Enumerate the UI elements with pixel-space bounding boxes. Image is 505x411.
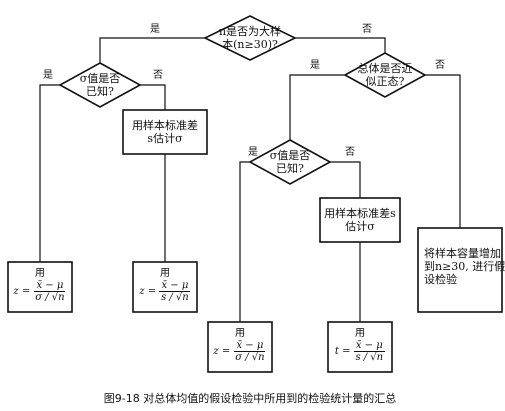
label-line: σ值是否: [79, 72, 121, 85]
formula-box-1: [7, 261, 73, 313]
label-line: 用样本标准差s: [324, 207, 396, 220]
formula-box-3: [207, 321, 273, 373]
edge-label-left-yes: 是: [43, 70, 53, 81]
formula-box-4: [327, 321, 393, 373]
formula-use-label: 用: [355, 328, 365, 339]
edge-label-root-no: 否: [362, 24, 372, 35]
process-estimate-sigma-right: [319, 197, 401, 243]
decision-sigma-known-left: [58, 62, 142, 108]
edge-normal-yes-line: [289, 74, 345, 142]
decision-sigma-known-right-label: σ值是否 已知?: [250, 149, 330, 175]
formula-lhs: t =: [334, 345, 351, 357]
label-line: 已知?: [86, 85, 114, 98]
decision-sigma-known-left-label: σ值是否 已知?: [60, 72, 140, 98]
formula-denominator: σ / √n: [235, 352, 265, 363]
formula-numerator: x̄ − μ: [159, 280, 191, 292]
formula-use-label: 用: [35, 268, 45, 279]
formula-3: 用 z = x̄ − μ σ / √n: [208, 328, 272, 363]
formula-4: 用 t = x̄ − μ s / √n: [328, 328, 392, 363]
label-line: n是否为大样: [218, 25, 282, 38]
formula-1: 用 z = x̄ − μ σ / √n: [8, 268, 72, 303]
label-line: 本(n≥30)?: [222, 38, 278, 51]
label-line: 到n≥30, 进行假: [424, 260, 505, 273]
formula-use-label: 用: [160, 268, 170, 279]
formula-box-2: [132, 261, 198, 313]
edge-right-no-line: [330, 161, 361, 198]
edge-normal-no-line: [425, 74, 461, 228]
formula-numerator: x̄ − μ: [353, 340, 385, 352]
formula-numerator: x̄ − μ: [34, 280, 66, 292]
label-line: 似正态?: [365, 75, 405, 88]
label-line: 总体是否近: [357, 62, 413, 75]
formula-numerator: x̄ − μ: [234, 340, 266, 352]
edge-right-yes-line: [239, 161, 250, 322]
edge-label-normal-no: 否: [435, 60, 445, 71]
edge-root-no-line: [295, 37, 386, 55]
decision-sigma-known-right: [248, 139, 332, 185]
edge-label-normal-yes: 是: [310, 60, 320, 71]
process-increase-sample: [417, 227, 503, 313]
decision-large-sample: [203, 15, 297, 61]
edge-left-no-line: [140, 84, 166, 110]
label-line: 设检验: [424, 273, 457, 286]
label-line: 用样本标准差: [132, 119, 198, 132]
edge-label-root-yes: 是: [150, 24, 160, 35]
edge-label-left-no: 否: [153, 70, 163, 81]
edge-label-right-no: 否: [345, 147, 355, 158]
decision-normal-population: [343, 52, 427, 98]
edge-root-yes-line: [99, 37, 205, 73]
formula-use-label: 用: [235, 328, 245, 339]
process-estimate-sigma-right-label: 用样本标准差s 估计σ: [320, 207, 400, 233]
decision-normal-population-label: 总体是否近 似正态?: [345, 62, 425, 88]
formula-lhs: z =: [213, 345, 231, 357]
connector-lines: [39, 37, 461, 322]
formula-2: 用 z = x̄ − μ s / √n: [133, 268, 197, 303]
formula-denominator: s / √n: [355, 352, 384, 363]
label-line: σ值是否: [269, 149, 311, 162]
formula-denominator: s / √n: [161, 292, 189, 303]
edge-left-yes-line: [39, 84, 60, 262]
formula-lhs: z =: [13, 285, 31, 297]
decision-large-sample-label: n是否为大样 本(n≥30)?: [205, 25, 295, 51]
label-line: 将样本容量增加: [424, 247, 501, 260]
edge-label-right-yes: 是: [248, 147, 258, 158]
label-line: 估计σ: [345, 220, 375, 233]
process-estimate-sigma-left-label: 用样本标准差 s估计σ: [123, 119, 207, 145]
process-estimate-sigma-left: [122, 109, 208, 155]
label-line: s估计σ: [147, 132, 183, 145]
label-line: 已知?: [276, 162, 304, 175]
process-increase-sample-label: 将样本容量增加 到n≥30, 进行假 设检验: [424, 247, 505, 286]
formula-lhs: z =: [139, 285, 157, 297]
formula-denominator: σ / √n: [35, 292, 65, 303]
figure-caption: 图9-18 对总体均值的假设检验中所用到的检验统计量的汇总: [103, 392, 397, 405]
